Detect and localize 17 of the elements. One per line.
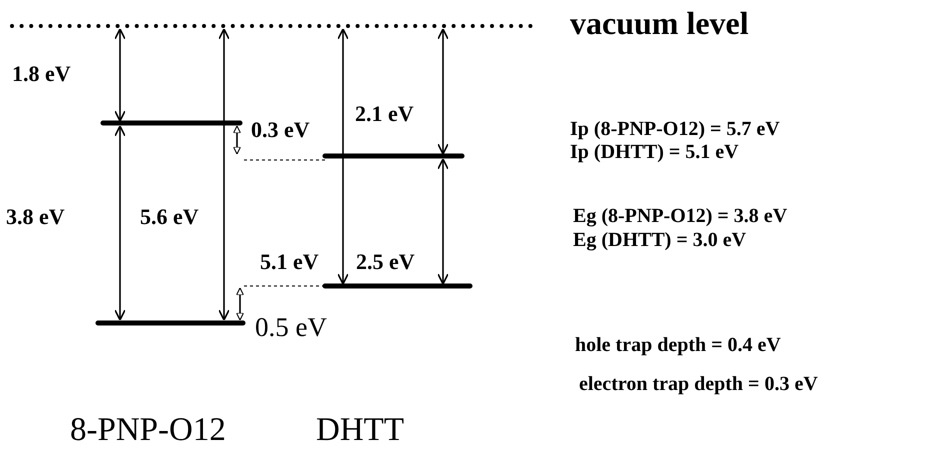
energy-value: 0.5 eV xyxy=(255,313,327,343)
axis-title: vacuum level xyxy=(570,6,749,42)
energy-value: 0.3 eV xyxy=(251,118,310,142)
note: hole trap depth = 0.4 eV xyxy=(575,334,781,356)
energy-value: 5.1 eV xyxy=(260,250,319,274)
energy-value: 2.1 eV xyxy=(355,102,414,126)
material-name: DHTT xyxy=(316,412,404,448)
energy-value: 5.6 eV xyxy=(140,205,199,230)
note: Ip (8-PNP-O12) = 5.7 eV xyxy=(570,118,780,140)
energy-value: 2.5 eV xyxy=(356,250,415,274)
note: Eg (8-PNP-O12) = 3.8 eV xyxy=(573,205,788,227)
energy-value: 1.8 eV xyxy=(12,62,71,86)
energy-value: 3.8 eV xyxy=(6,205,65,230)
note: electron trap depth = 0.3 eV xyxy=(579,373,818,395)
note: Eg (DHTT) = 3.0 eV xyxy=(573,229,746,251)
note: Ip (DHTT) = 5.1 eV xyxy=(570,141,739,163)
material-name: 8-PNP-O12 xyxy=(70,412,226,448)
